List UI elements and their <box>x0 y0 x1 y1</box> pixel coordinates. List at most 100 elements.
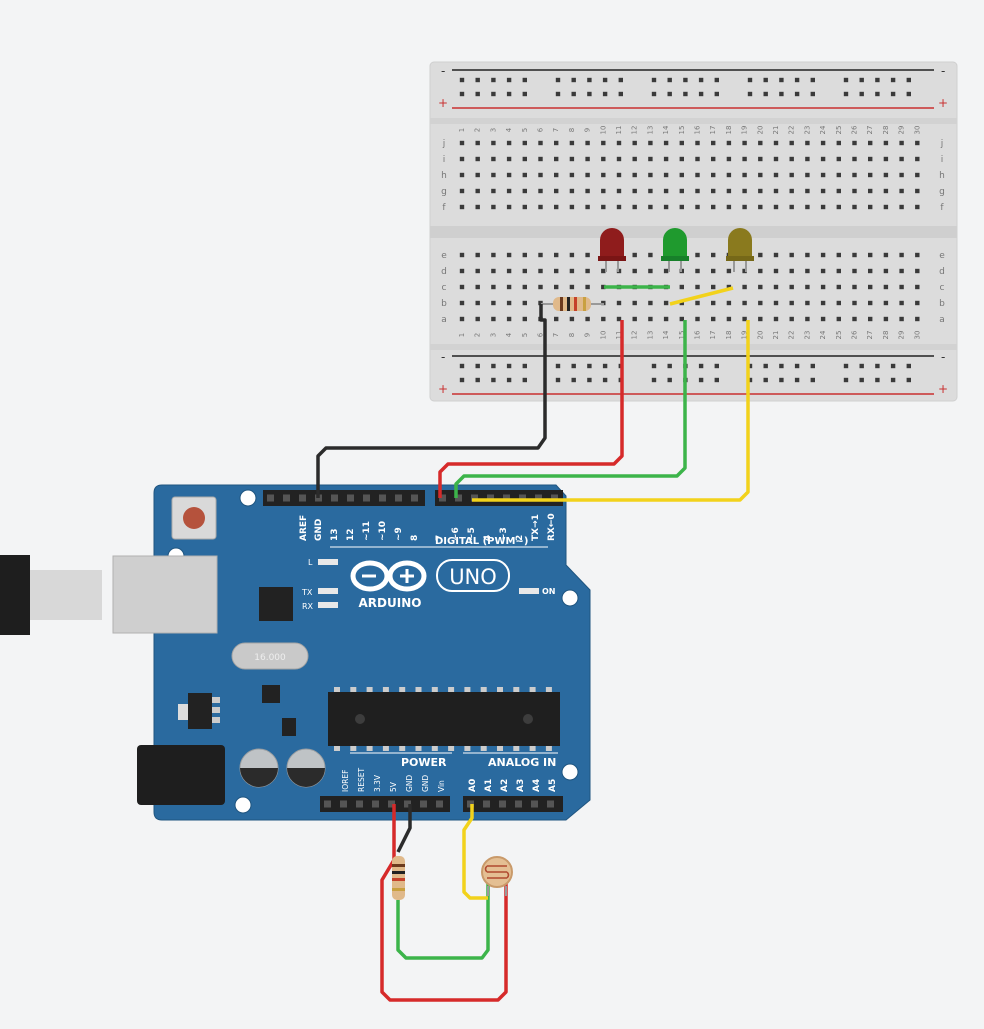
rail-hole[interactable] <box>698 363 704 369</box>
breadboard-hole[interactable] <box>585 268 590 274</box>
breadboard-hole[interactable] <box>506 252 512 258</box>
breadboard-hole[interactable] <box>805 156 810 162</box>
breadboard-hole[interactable] <box>506 188 512 194</box>
breadboard-hole[interactable] <box>506 316 512 322</box>
header-pin[interactable] <box>531 800 538 808</box>
breadboard-hole[interactable] <box>475 204 480 210</box>
breadboard-hole[interactable] <box>695 300 700 306</box>
header-pin[interactable] <box>299 494 306 502</box>
breadboard-hole[interactable] <box>538 156 543 162</box>
breadboard-hole[interactable] <box>758 284 763 290</box>
breadboard-hole[interactable] <box>538 204 543 210</box>
breadboard-hole[interactable] <box>522 268 527 274</box>
rail-hole[interactable] <box>602 377 608 383</box>
rail-hole[interactable] <box>522 77 527 83</box>
breadboard-hole[interactable] <box>852 300 857 306</box>
breadboard-hole[interactable] <box>695 316 700 322</box>
breadboard-hole[interactable] <box>758 252 763 258</box>
breadboard-hole[interactable] <box>601 268 606 274</box>
breadboard-hole[interactable] <box>491 284 496 290</box>
rail-hole[interactable] <box>714 363 719 369</box>
breadboard-hole[interactable] <box>773 284 779 290</box>
breadboard-hole[interactable] <box>899 252 904 258</box>
photoresistor[interactable] <box>481 856 513 896</box>
breadboard-hole[interactable] <box>883 284 889 290</box>
breadboard-hole[interactable] <box>475 156 480 162</box>
breadboard-hole[interactable] <box>585 284 590 290</box>
header-pin[interactable] <box>551 494 558 502</box>
breadboard-hole[interactable] <box>554 252 559 258</box>
breadboard-hole[interactable] <box>883 252 889 258</box>
header-pin[interactable] <box>547 800 554 808</box>
breadboard-hole[interactable] <box>506 300 512 306</box>
breadboard-hole[interactable] <box>868 156 873 162</box>
breadboard-hole[interactable] <box>773 156 779 162</box>
breadboard-hole[interactable] <box>522 172 527 178</box>
breadboard-hole[interactable] <box>569 172 575 178</box>
rail-hole[interactable] <box>571 77 576 83</box>
breadboard-hole[interactable] <box>601 172 606 178</box>
rail-hole[interactable] <box>459 77 465 83</box>
breadboard-hole[interactable] <box>789 172 794 178</box>
breadboard-hole[interactable] <box>491 140 496 146</box>
breadboard-hole[interactable] <box>742 204 747 210</box>
breadboard-hole[interactable] <box>506 268 512 274</box>
breadboard-hole[interactable] <box>789 188 794 194</box>
breadboard-hole[interactable] <box>742 316 747 322</box>
rail-hole[interactable] <box>667 377 672 383</box>
breadboard-hole[interactable] <box>899 300 904 306</box>
breadboard-hole[interactable] <box>695 140 700 146</box>
breadboard-hole[interactable] <box>742 188 747 194</box>
breadboard-hole[interactable] <box>491 156 496 162</box>
breadboard-hole[interactable] <box>820 172 826 178</box>
digital-header-right[interactable] <box>435 490 563 506</box>
breadboard-hole[interactable] <box>554 156 559 162</box>
rail-hole[interactable] <box>522 91 527 97</box>
breadboard-hole[interactable] <box>616 140 622 146</box>
breadboard-hole[interactable] <box>648 204 653 210</box>
yellow-led[interactable] <box>726 228 754 272</box>
breadboard-hole[interactable] <box>632 300 637 306</box>
breadboard-hole[interactable] <box>506 284 512 290</box>
header-pin[interactable] <box>356 800 363 808</box>
breadboard-hole[interactable] <box>836 140 841 146</box>
breadboard-hole[interactable] <box>789 252 794 258</box>
breadboard-hole[interactable] <box>632 140 637 146</box>
breadboard-hole[interactable] <box>569 316 575 322</box>
breadboard-hole[interactable] <box>726 284 732 290</box>
breadboard-hole[interactable] <box>459 300 465 306</box>
breadboard-hole[interactable] <box>616 172 622 178</box>
rail-hole[interactable] <box>522 377 527 383</box>
breadboard-hole[interactable] <box>852 284 857 290</box>
header-pin[interactable] <box>515 800 522 808</box>
breadboard-hole[interactable] <box>883 316 889 322</box>
rail-hole[interactable] <box>859 91 864 97</box>
breadboard-hole[interactable] <box>632 252 637 258</box>
breadboard-hole[interactable] <box>742 300 747 306</box>
rail-hole[interactable] <box>843 377 849 383</box>
breadboard-hole[interactable] <box>475 188 480 194</box>
breadboard-hole[interactable] <box>475 252 480 258</box>
breadboard-hole[interactable] <box>506 156 512 162</box>
breadboard-hole[interactable] <box>726 300 732 306</box>
rail-hole[interactable] <box>522 363 527 369</box>
breadboard-hole[interactable] <box>695 252 700 258</box>
breadboard-hole[interactable] <box>820 284 826 290</box>
breadboard-hole[interactable] <box>711 284 716 290</box>
breadboard-hole[interactable] <box>679 156 684 162</box>
breadboard-hole[interactable] <box>632 172 637 178</box>
rail-hole[interactable] <box>859 363 864 369</box>
breadboard-hole[interactable] <box>852 204 857 210</box>
rail-hole[interactable] <box>906 363 911 369</box>
rail-hole[interactable] <box>602 91 608 97</box>
breadboard-hole[interactable] <box>726 140 732 146</box>
rail-hole[interactable] <box>843 91 849 97</box>
breadboard-hole[interactable] <box>506 172 512 178</box>
rail-hole[interactable] <box>763 363 768 369</box>
power-header[interactable] <box>320 796 450 812</box>
header-pin[interactable] <box>487 494 494 502</box>
breadboard-hole[interactable] <box>459 268 465 274</box>
breadboard-hole[interactable] <box>758 156 763 162</box>
breadboard-hole[interactable] <box>585 316 590 322</box>
